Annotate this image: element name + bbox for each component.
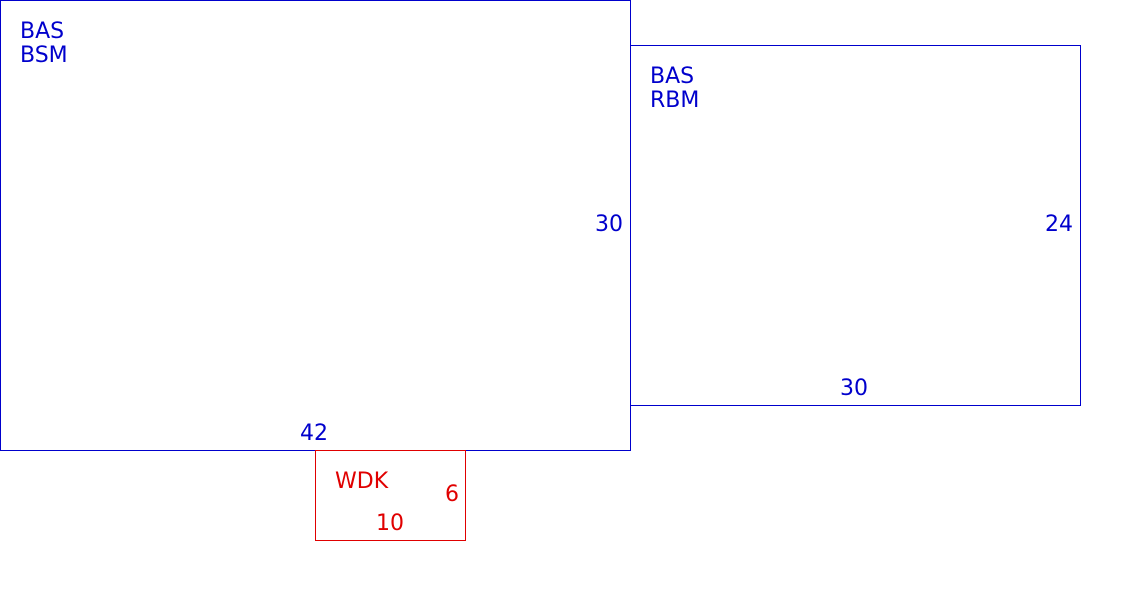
room-wdk-height-label: 6 (445, 482, 459, 507)
room-bsm-line2: BSM (20, 43, 68, 68)
room-rbm-width-label: 30 (840, 376, 868, 401)
room-bas-bsm[interactable] (0, 0, 631, 451)
room-wdk[interactable] (315, 450, 466, 541)
room-wdk-name: WDK (335, 469, 389, 494)
room-rbm-height-label: 24 (1045, 212, 1073, 237)
room-bsm-line1: BAS (20, 19, 65, 44)
room-bsm-width-label: 42 (300, 421, 328, 446)
room-rbm-line2: RBM (650, 88, 700, 113)
room-bas-rbm[interactable] (630, 45, 1081, 406)
room-bsm-height-label: 30 (595, 212, 623, 237)
room-wdk-width-label: 10 (376, 511, 404, 536)
room-rbm-line1: BAS (650, 64, 695, 89)
